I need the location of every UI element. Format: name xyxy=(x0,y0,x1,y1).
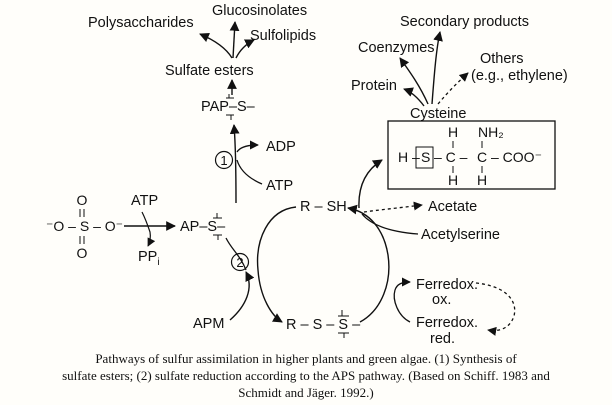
arrow-to-sulfolipids xyxy=(235,39,255,59)
sulfate-o-top: O xyxy=(77,192,88,208)
arrow-ferredox-regeneration xyxy=(475,282,516,336)
cys-h-bot1: H xyxy=(448,172,458,188)
label-sulfolipids: Sulfolipids xyxy=(250,28,316,44)
label-ferredox-ox-1: Ferredox. xyxy=(416,277,478,293)
label-acetylserine: Acetylserine xyxy=(421,227,500,243)
arrow-atp-in xyxy=(236,159,263,185)
label-polysaccharides: Polysaccharides xyxy=(88,15,194,31)
arrow-to-polysaccharides xyxy=(199,32,233,59)
cys-nh2: NH₂ xyxy=(478,124,504,140)
caption-line-2: sulfate esters; (2) sulfate reduction ac… xyxy=(62,368,550,383)
sulfate-o-bottom: O xyxy=(77,245,88,261)
label-ethylene: (e.g., ethylene) xyxy=(471,68,568,84)
label-acetate: Acetate xyxy=(428,199,477,215)
label-atp-left: ATP xyxy=(131,193,158,209)
sulfate-left: ⁻O – S – O⁻ xyxy=(46,218,123,234)
line-ferredox-red-in xyxy=(393,289,411,323)
arrow-atp-ppi xyxy=(141,211,156,247)
arrow-to-coenzymes xyxy=(399,57,429,105)
arrow-adp-out xyxy=(236,140,259,153)
arrow-to-cysteine xyxy=(358,159,383,209)
label-r-sh: R – SH xyxy=(300,199,347,215)
cysteine-structure-box xyxy=(387,120,556,190)
cys-s-highlight xyxy=(415,146,434,169)
label-cysteine: Cysteine xyxy=(410,106,466,122)
line-aps-to-reduction xyxy=(225,237,247,271)
label-glucosinolates: Glucosinolates xyxy=(212,3,307,19)
label-sulfate-esters: Sulfate esters xyxy=(165,63,254,79)
label-others: Others xyxy=(480,51,524,67)
label-coenzymes: Coenzymes xyxy=(358,40,435,56)
arrow-aps-to-paps xyxy=(229,124,240,204)
label-ferredox-red-1: Ferredox. xyxy=(416,315,478,331)
step-2-circle xyxy=(230,252,250,272)
label-adp: ADP xyxy=(266,139,296,155)
sulfur-assimilation-diagram: Glucosinolates Polysaccharides Sulfolipi… xyxy=(46,3,568,345)
cys-c2: C – COO⁻ xyxy=(477,149,542,165)
arrow-to-ferredox-ox xyxy=(394,277,411,291)
label-apm: APM xyxy=(193,316,224,332)
label-pap-s: PAP–S– xyxy=(201,99,256,115)
arrow-to-secondary-products xyxy=(431,31,443,105)
arrow-to-glucosinolates xyxy=(229,21,240,59)
cycle-right-arc xyxy=(347,204,390,323)
arrow-to-others xyxy=(437,72,469,105)
label-ferredox-red-2: red. xyxy=(430,331,455,345)
step-1-circle xyxy=(214,150,234,170)
arrow-apm xyxy=(229,271,255,321)
label-r-s-s: R – S – S – xyxy=(286,317,361,333)
cys-c1: – C – xyxy=(434,149,468,165)
label-protein: Protein xyxy=(351,78,397,94)
figure-caption: Pathways of sulfur assimilation in highe… xyxy=(4,350,608,401)
label-secondary-products: Secondary products xyxy=(400,14,529,30)
label-ppi: PPi xyxy=(138,249,160,268)
caption-line-3: Schmidt and Jäger. 1992.) xyxy=(238,385,374,400)
cys-h-left: H – xyxy=(398,149,420,165)
caption-line-1: Pathways of sulfur assimilation in highe… xyxy=(95,351,517,366)
cys-h-bot2: H xyxy=(477,172,487,188)
cys-s: S xyxy=(421,149,430,165)
step-2-label: 2 xyxy=(236,255,243,270)
line-acetylserine-in xyxy=(361,213,419,235)
label-atp-upper: ATP xyxy=(266,178,293,194)
cys-h-top: H xyxy=(448,124,458,140)
label-ap-s: AP–S– xyxy=(180,219,226,235)
arrow-to-protein xyxy=(403,87,425,107)
step-1-label: 1 xyxy=(220,153,227,168)
label-ferredox-ox-2: ox. xyxy=(432,292,451,308)
arrow-to-acetate xyxy=(363,201,423,213)
cycle-left-arc xyxy=(256,206,297,323)
